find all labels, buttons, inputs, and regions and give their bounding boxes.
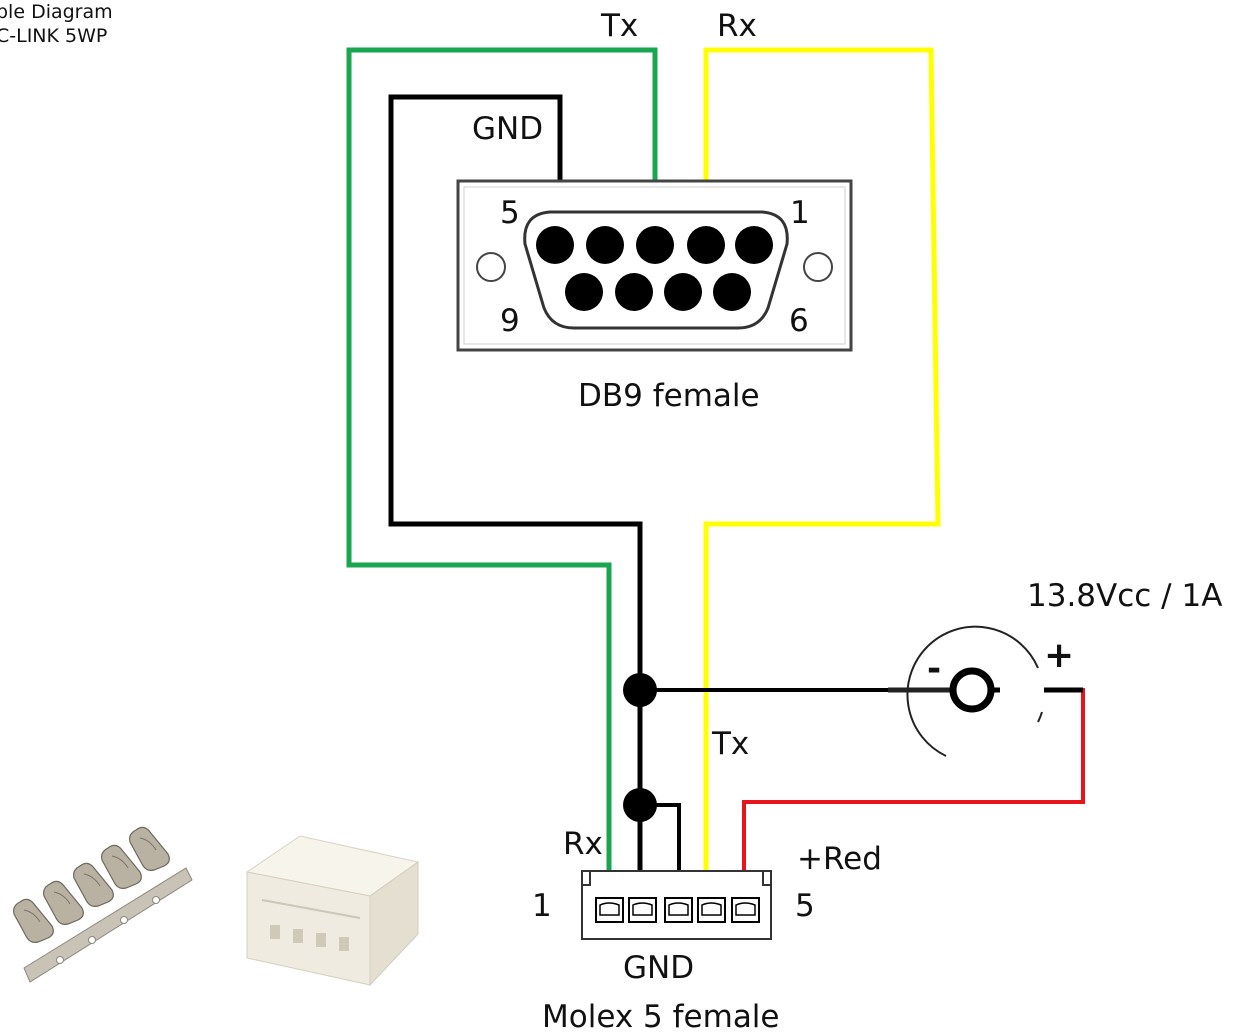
power-minus-label: - <box>927 649 941 689</box>
db9-pin-5 <box>536 226 574 264</box>
diagram-title-line2: C-LINK 5WP <box>0 25 108 47</box>
db9-pin-7 <box>664 273 702 311</box>
db9-pin-1 <box>735 226 773 264</box>
db9-pin-8 <box>615 273 653 311</box>
db9-pin-2 <box>687 226 725 264</box>
crimp-terminals-photo <box>13 826 193 983</box>
junction-dot-molex <box>623 788 657 822</box>
db9-pin-6 <box>713 273 751 311</box>
db9-pin6-label: 6 <box>789 303 809 339</box>
junction-dot-power <box>623 673 657 707</box>
power-spec-label: 13.8Vcc / 1A <box>1027 578 1222 614</box>
db9-pin1-label: 1 <box>790 195 810 231</box>
power-plus-label: + <box>1044 635 1074 676</box>
db9-pin-3 <box>636 226 674 264</box>
db9-name-label: DB9 female <box>578 378 760 414</box>
power-jack-outline <box>906 625 1039 757</box>
diagram-title-line1: ble Diagram <box>0 1 113 23</box>
molex-pin1-label: 1 <box>532 888 552 924</box>
molex-pin5-label: 5 <box>795 888 815 924</box>
db9-pin5-label: 5 <box>500 195 520 231</box>
red-plus-label: +Red <box>797 841 882 877</box>
rx-label-molex: Rx <box>563 826 603 862</box>
db9-mount-hole-right <box>803 252 833 282</box>
molex-housing-photo <box>245 835 420 987</box>
power-jack <box>888 625 1083 757</box>
db9-pin-9 <box>565 273 603 311</box>
gnd-label-molex: GND <box>623 950 694 986</box>
db9-mount-hole-left <box>476 252 506 282</box>
tx-wire-green <box>346 47 658 905</box>
gnd-wire-black <box>388 94 643 905</box>
db9-connector <box>456 179 853 352</box>
molex-connector <box>581 870 772 940</box>
rx-wire-yellow <box>703 47 941 905</box>
molex-name-label: Molex 5 female <box>542 999 780 1034</box>
gnd-label-db9: GND <box>472 111 543 147</box>
power-jack-center-ring <box>949 667 995 713</box>
tx-label-top: Tx <box>600 8 638 44</box>
rx-label-top: Rx <box>717 8 757 44</box>
tx-label-mid: Tx <box>711 726 749 762</box>
db9-pin-4 <box>586 226 624 264</box>
db9-pin9-label: 9 <box>500 303 520 339</box>
